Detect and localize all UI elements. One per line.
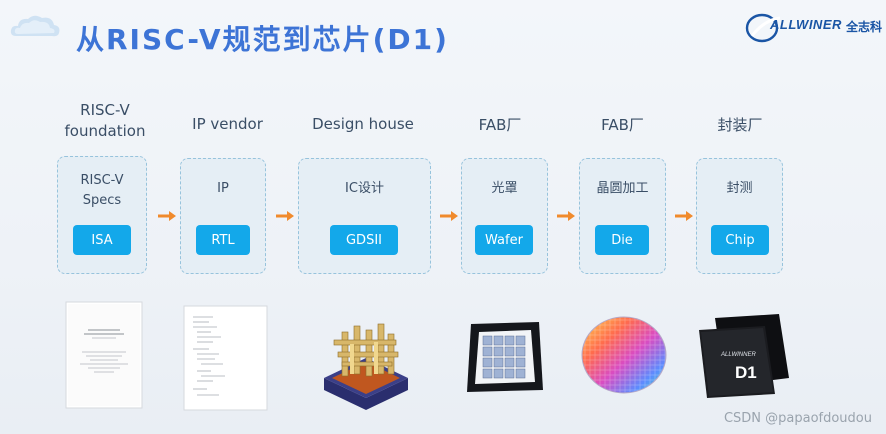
die-pill: Die bbox=[595, 225, 649, 255]
stage-card-die: 晶圆加工 Die bbox=[579, 158, 666, 274]
card-title: 晶圆加工 bbox=[596, 181, 649, 196]
rtl-code-document-image bbox=[183, 305, 268, 411]
cloud-icon bbox=[10, 15, 60, 37]
column-heading: RISC-V foundation bbox=[64, 101, 146, 140]
chip-pill: Chip bbox=[711, 225, 769, 255]
logo-text: ALLWINER bbox=[770, 17, 842, 32]
gdsii-pill: GDSII bbox=[330, 225, 398, 255]
stage-card-chip: 封测 Chip bbox=[696, 158, 783, 274]
stage-card-rtl: IP RTL bbox=[180, 158, 266, 274]
wafer-image bbox=[581, 316, 667, 394]
card-title: 光罩 bbox=[491, 181, 518, 196]
page-title: 从RISC-V规范到芯片(D1) bbox=[76, 23, 449, 56]
column-heading: 封装厂 bbox=[717, 116, 763, 134]
card-title: IP bbox=[217, 181, 229, 196]
wafer-pill: Wafer bbox=[475, 225, 533, 255]
chip-layout-3d-image bbox=[324, 323, 408, 410]
arrow-right-icon bbox=[675, 211, 693, 221]
allwinner-logo bbox=[745, 13, 781, 43]
column-heading: FAB厂 bbox=[601, 116, 644, 134]
column-heading: Design house bbox=[312, 115, 414, 133]
logo-cn-text: 全志科 bbox=[846, 20, 883, 34]
packaged-chip-image: ALLWINNER D1 bbox=[699, 314, 789, 398]
column-heading: FAB厂 bbox=[478, 116, 522, 134]
arrow-right-icon bbox=[557, 211, 575, 221]
rtl-pill: RTL bbox=[196, 225, 250, 255]
card-title: RISC-V Specs bbox=[80, 173, 124, 208]
watermark: CSDN @papaofdoudou bbox=[723, 411, 872, 426]
arrow-right-icon bbox=[158, 211, 176, 221]
card-title: IC设计 bbox=[345, 181, 384, 196]
card-title: 封测 bbox=[726, 181, 753, 196]
column-heading: IP vendor bbox=[192, 115, 263, 133]
arrow-right-icon bbox=[440, 211, 458, 221]
stage-card-wafer: 光罩 Wafer bbox=[461, 158, 548, 274]
chip-brand-text: ALLWINNER bbox=[720, 352, 756, 358]
stage-card-gdsii: IC设计 GDSII bbox=[298, 158, 431, 274]
photomask-image bbox=[467, 322, 543, 392]
stage-card-isa: RISC-V Specs ISA bbox=[57, 156, 147, 274]
chip-label-text: D1 bbox=[735, 363, 757, 382]
spec-document-image bbox=[65, 301, 143, 409]
arrow-right-icon bbox=[276, 211, 294, 221]
isa-pill: ISA bbox=[73, 225, 131, 255]
